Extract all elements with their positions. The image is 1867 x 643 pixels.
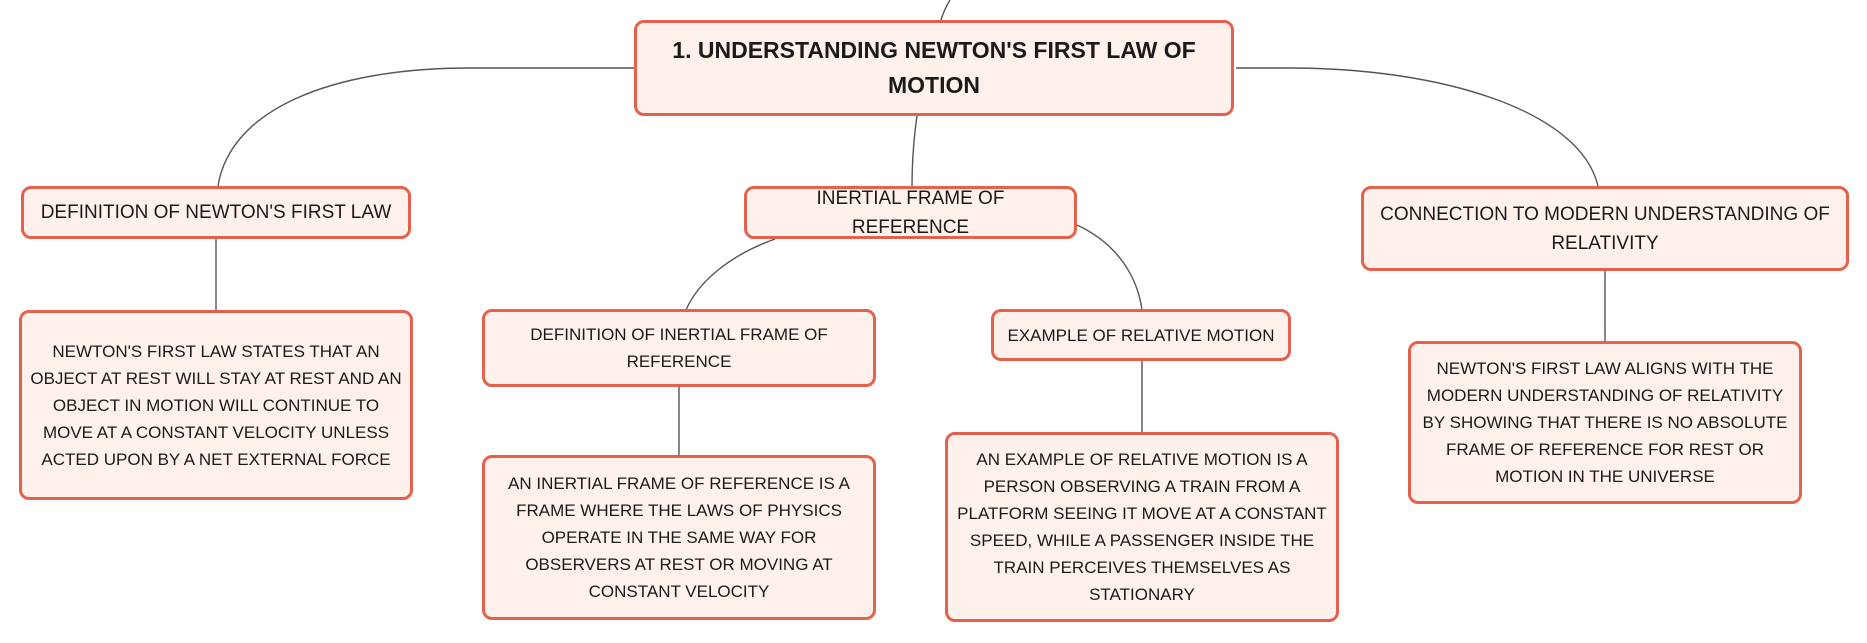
definition-inertial-frame-detail-label: AN INERTIAL FRAME OF REFERENCE IS A FRAM… (508, 474, 850, 601)
definition-inertial-frame-label: DEFINITION OF INERTIAL FRAME OF REFERENC… (530, 325, 828, 371)
root-topic-label: 1. UNDERSTANDING NEWTON'S FIRST LAW OF M… (672, 37, 1196, 98)
definition-first-law-node[interactable]: DEFINITION OF NEWTON'S FIRST LAW (21, 186, 411, 239)
definition-inertial-frame-node[interactable]: DEFINITION OF INERTIAL FRAME OF REFERENC… (482, 309, 876, 387)
connector-inertial-to-example (1076, 224, 1143, 311)
example-relative-motion-node[interactable]: EXAMPLE OF RELATIVE MOTION (991, 309, 1291, 361)
definition-first-law-detail-label: NEWTON'S FIRST LAW STATES THAT AN OBJECT… (30, 341, 402, 469)
inertial-frame-node[interactable]: INERTIAL FRAME OF REFERENCE (744, 186, 1077, 239)
connection-relativity-detail-label: NEWTON'S FIRST LAW ALIGNS WITH THE MODER… (1422, 359, 1788, 486)
connector-root-to-inertial (911, 115, 918, 188)
definition-first-law-detail-node[interactable]: NEWTON'S FIRST LAW STATES THAT AN OBJECT… (19, 310, 413, 500)
connection-relativity-label: CONNECTION TO MODERN UNDERSTANDING OF RE… (1380, 203, 1830, 254)
inertial-frame-label: INERTIAL FRAME OF REFERENCE (816, 187, 1005, 238)
example-relative-motion-detail-node[interactable]: AN EXAMPLE OF RELATIVE MOTION IS A PERSO… (945, 432, 1339, 622)
connector-root-to-relativity (1236, 67, 1599, 187)
definition-inertial-frame-detail-node[interactable]: AN INERTIAL FRAME OF REFERENCE IS A FRAM… (482, 455, 876, 620)
example-relative-motion-label: EXAMPLE OF RELATIVE MOTION (1007, 325, 1275, 345)
example-relative-motion-detail-label: AN EXAMPLE OF RELATIVE MOTION IS A PERSO… (957, 450, 1327, 604)
connection-relativity-node[interactable]: CONNECTION TO MODERN UNDERSTANDING OF RE… (1361, 186, 1849, 271)
connector-root-to-definition (217, 67, 635, 187)
connection-relativity-detail-node[interactable]: NEWTON'S FIRST LAW ALIGNS WITH THE MODER… (1408, 341, 1802, 504)
connector-parent-to-root (940, 0, 951, 21)
root-topic-node[interactable]: 1. UNDERSTANDING NEWTON'S FIRST LAW OF M… (634, 20, 1234, 116)
connector-inertial-to-definition (685, 238, 776, 311)
definition-first-law-label: DEFINITION OF NEWTON'S FIRST LAW (40, 202, 392, 223)
